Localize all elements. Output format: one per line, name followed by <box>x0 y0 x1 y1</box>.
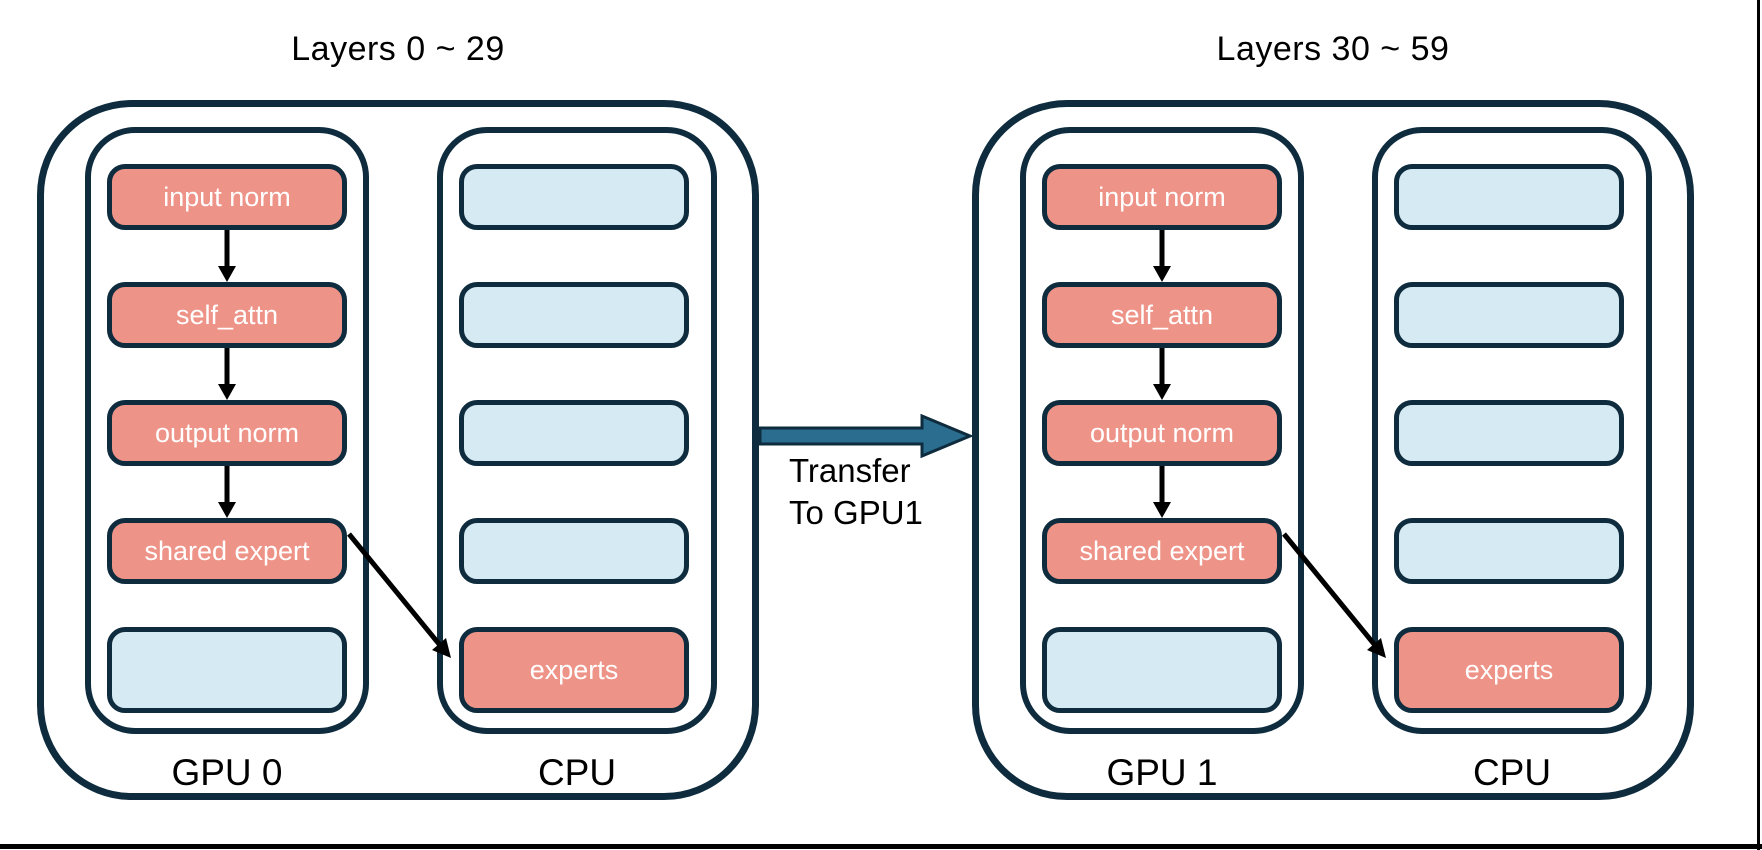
module-box-output-norm: output norm <box>107 400 347 466</box>
gpu1-label: GPU 1 <box>1106 752 1218 793</box>
module-box-self-attn: self_attn <box>107 282 347 348</box>
module-box-experts: experts <box>1394 627 1624 713</box>
module-box-label: self_attn <box>175 299 279 330</box>
module-box-input-norm: input norm <box>107 164 347 230</box>
module-box-label: input norm <box>163 181 291 212</box>
module-box-label: experts <box>1464 654 1554 685</box>
empty-slot-box <box>1394 518 1624 584</box>
transfer-arrow-icon <box>758 413 974 459</box>
transfer-label: Transfer To GPU1 <box>789 450 989 534</box>
module-box-input-norm: input norm <box>1042 164 1282 230</box>
empty-slot-box <box>459 400 689 466</box>
empty-slot-box <box>459 518 689 584</box>
module-box-shared-expert: shared expert <box>107 518 347 584</box>
module-box-self-attn: self_attn <box>1042 282 1282 348</box>
left-group-title: Layers 0 ~ 29 <box>291 30 505 68</box>
transfer-label-line1: Transfer <box>789 452 911 489</box>
transfer-label-line2: To GPU1 <box>789 494 923 531</box>
empty-slot-box <box>1394 282 1624 348</box>
module-box-label: output norm <box>1089 417 1235 448</box>
empty-slot-box <box>1042 627 1282 713</box>
screen-right-border <box>1757 0 1760 850</box>
module-box-experts: experts <box>459 627 689 713</box>
gpu0-label: GPU 0 <box>171 752 283 793</box>
right-group-title: Layers 30 ~ 59 <box>1216 30 1450 68</box>
empty-slot-box <box>1394 400 1624 466</box>
module-box-label: shared expert <box>144 535 310 566</box>
right-node-container: input norm self_attn output norm shared … <box>972 100 1694 800</box>
screen-bottom-border <box>0 844 1762 849</box>
module-box-output-norm: output norm <box>1042 400 1282 466</box>
cpu-label-left: CPU <box>537 752 617 793</box>
module-box-label: experts <box>529 654 619 685</box>
cpu-label-right: CPU <box>1472 752 1552 793</box>
module-box-label: output norm <box>154 417 300 448</box>
module-box-label: self_attn <box>1110 299 1214 330</box>
empty-slot-box <box>459 282 689 348</box>
empty-slot-box <box>107 627 347 713</box>
empty-slot-box <box>459 164 689 230</box>
module-box-label: shared expert <box>1079 535 1245 566</box>
left-node-container: input norm self_attn output norm shared … <box>37 100 759 800</box>
module-box-shared-expert: shared expert <box>1042 518 1282 584</box>
empty-slot-box <box>1394 164 1624 230</box>
module-box-label: input norm <box>1098 181 1226 212</box>
